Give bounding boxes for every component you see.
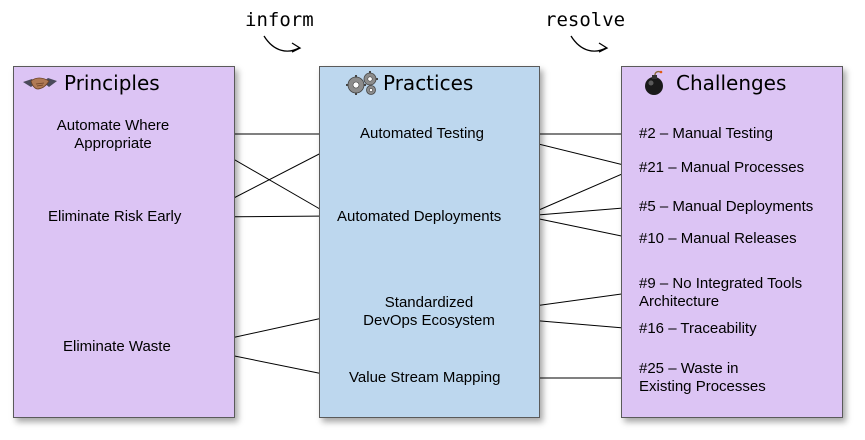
- bomb-icon: [642, 70, 666, 96]
- practice-ecosystem-line2: DevOps Ecosystem: [363, 312, 495, 329]
- curved-arrow-icon: [570, 35, 609, 53]
- challenge-5: #5 – Manual Deployments: [639, 198, 814, 215]
- challenge-9-line1: #9 – No Integrated Tools: [639, 275, 803, 292]
- challenges-title: Challenges: [676, 71, 787, 95]
- challenge-25-line1: #25 – Waste in: [639, 360, 739, 377]
- link-deploy-to-10: [524, 215, 637, 240]
- challenge-16: #16 – Traceability: [639, 320, 757, 337]
- principle-eliminate-risk: Eliminate Risk Early: [48, 208, 182, 225]
- inform-label: inform: [245, 9, 314, 31]
- practice-devops-ecosystem: Standardized DevOps Ecosystem: [363, 294, 495, 330]
- challenge-10: #10 – Manual Releases: [639, 230, 797, 247]
- practices-header: Practices: [345, 70, 473, 96]
- resolve-label: resolve: [545, 9, 626, 31]
- challenge-25: #25 – Waste in Existing Processes: [639, 360, 766, 396]
- challenge-9-line2: Architecture: [639, 293, 720, 310]
- gears-icon: [345, 70, 381, 96]
- link-deploy-to-21: [524, 167, 637, 217]
- challenges-header: Challenges: [642, 70, 786, 96]
- challenges-panel: [621, 66, 843, 418]
- curved-arrow-icon: [263, 35, 302, 53]
- challenge-2: #2 – Manual Testing: [639, 125, 773, 142]
- practice-automated-deployments: Automated Deployments: [337, 208, 502, 225]
- practices-panel: [319, 66, 540, 418]
- principles-header: Principles: [22, 70, 160, 96]
- principle-automate-line1: Automate Where: [56, 117, 170, 134]
- principles-panel: [13, 66, 235, 418]
- practices-title: Practices: [383, 71, 474, 95]
- principle-eliminate-waste: Eliminate Waste: [63, 338, 171, 355]
- principle-automate-line2: Appropriate: [74, 135, 152, 152]
- challenge-25-line2: Existing Processes: [639, 378, 766, 395]
- practice-value-stream-mapping: Value Stream Mapping: [349, 369, 501, 386]
- practice-ecosystem-line1: Standardized: [384, 294, 474, 311]
- practice-automated-testing: Automated Testing: [360, 125, 484, 142]
- challenge-9: #9 – No Integrated Tools Architecture: [639, 275, 802, 311]
- handshake-icon: [22, 70, 58, 96]
- principles-title: Principles: [64, 71, 160, 95]
- principle-automate: Automate Where Appropriate: [57, 117, 170, 153]
- challenge-21: #21 – Manual Processes: [639, 159, 805, 176]
- link-deploy-to-5: [524, 206, 637, 217]
